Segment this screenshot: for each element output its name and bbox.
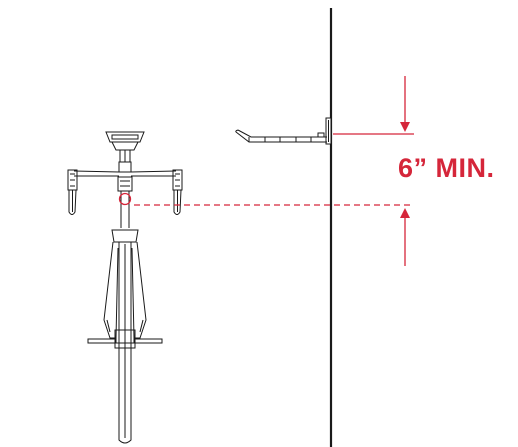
minimum-clearance-label: 6” MIN. xyxy=(398,153,495,183)
measurement-guides xyxy=(118,76,414,266)
lower-arrow-head xyxy=(400,208,410,218)
bicycle-top-view-icon xyxy=(67,131,183,444)
headtube-reference-marker xyxy=(118,192,132,206)
wall-hook-icon xyxy=(235,117,332,145)
upper-arrow-head xyxy=(400,122,410,132)
